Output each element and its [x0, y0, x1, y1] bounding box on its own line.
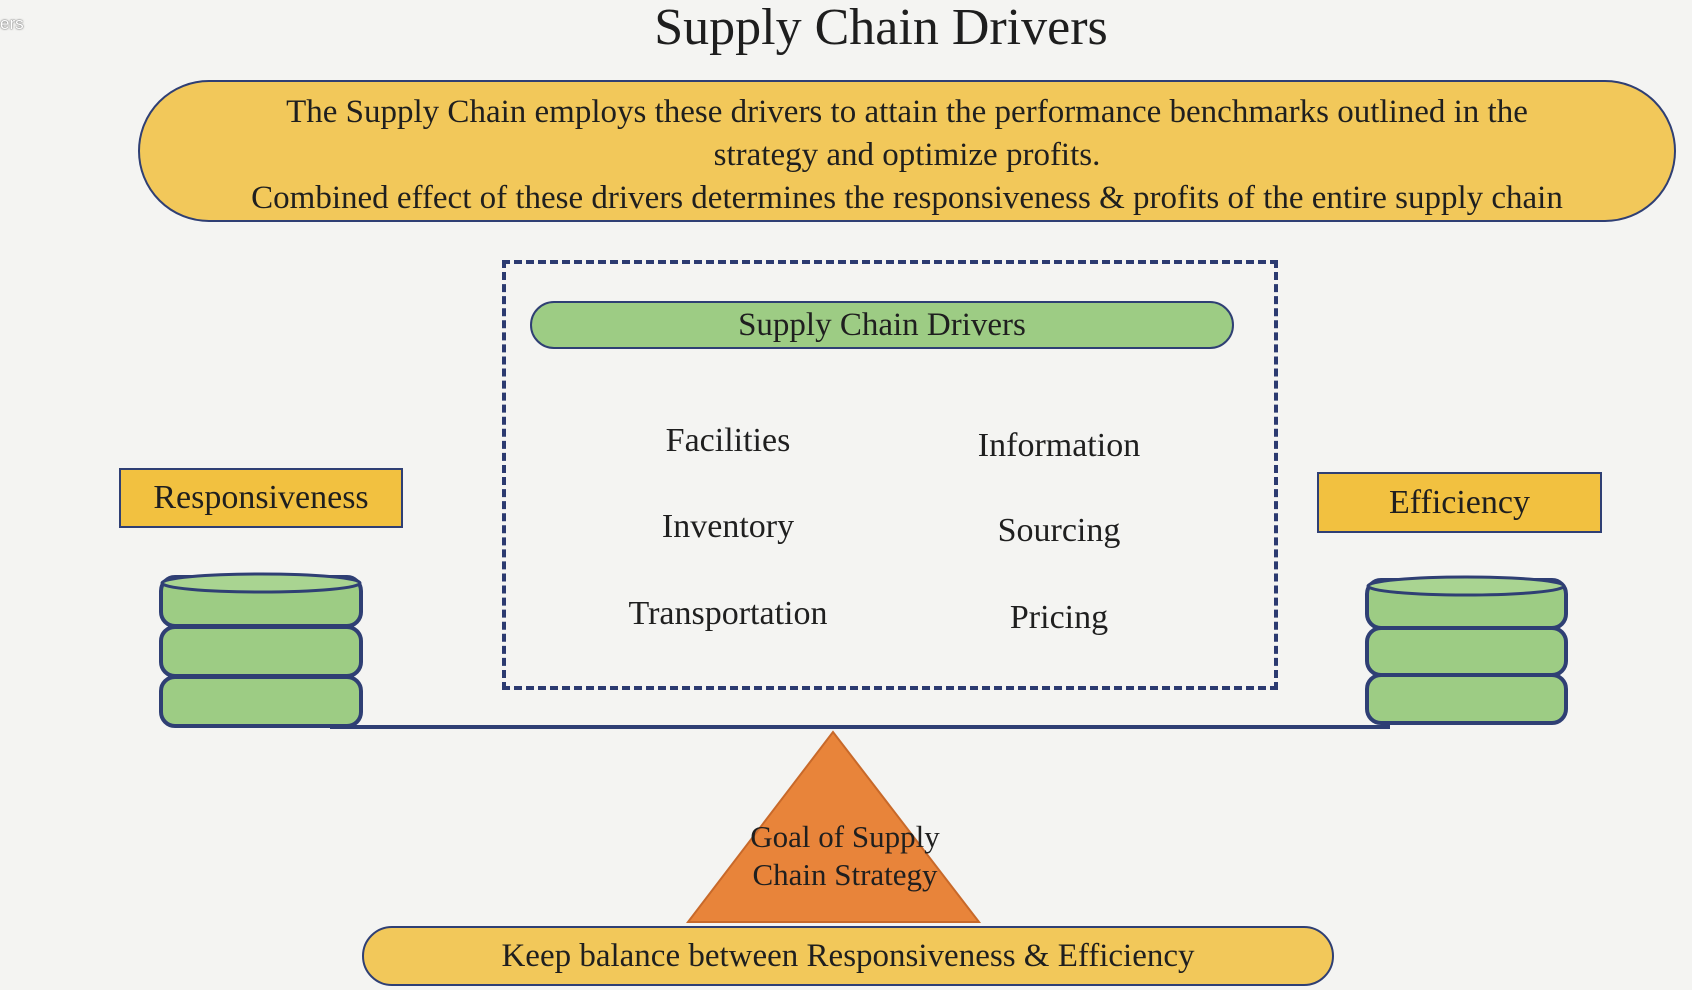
driver-transportation: Transportation [628, 595, 828, 632]
fulcrum-label-line-1: Goal of Supply [750, 819, 940, 854]
fulcrum-label-line-2: Chain Strategy [752, 857, 938, 892]
fulcrum-label: Goal of Supply Chain Strategy [700, 818, 990, 894]
intro-line-2: strategy and optimize profits. [713, 137, 1101, 173]
driver-inventory: Inventory [661, 508, 795, 545]
driver-facilities: Facilities [665, 422, 791, 459]
fulcrum-triangle [685, 730, 982, 923]
intro-callout: The Supply Chain employs these drivers t… [138, 80, 1676, 222]
driver-sourcing: Sourcing [997, 512, 1121, 549]
corner-label: ers [0, 14, 24, 33]
driver-pricing: Pricing [1009, 599, 1109, 636]
left-coin-stack [159, 572, 363, 728]
intro-line-1: The Supply Chain employs these drivers t… [286, 94, 1528, 130]
page-title: Supply Chain Drivers [654, 0, 1108, 56]
right-coin-stack [1365, 575, 1568, 725]
footer-callout: Keep balance between Responsiveness & Ef… [362, 926, 1334, 986]
intro-line-3: Combined effect of these drivers determi… [251, 180, 1563, 216]
drivers-header: Supply Chain Drivers [530, 301, 1234, 349]
responsiveness-label: Responsiveness [119, 468, 403, 528]
drivers-dashed-frame [502, 260, 1278, 690]
driver-information: Information [977, 427, 1141, 464]
efficiency-label: Efficiency [1317, 472, 1602, 533]
